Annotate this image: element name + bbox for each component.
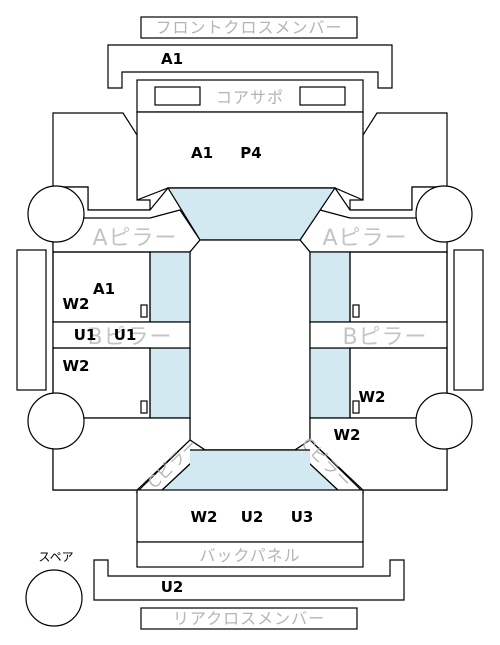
back-panel[interactable]: [136, 541, 364, 568]
right-rear-wheel[interactable]: [415, 392, 473, 450]
left-front-wheel[interactable]: [27, 185, 85, 243]
front-cross-member-code: A1: [161, 50, 183, 68]
roof[interactable]: [189, 239, 311, 451]
spare-label: スペア: [38, 550, 73, 564]
right-side-step[interactable]: [453, 249, 484, 391]
back-panel-label: バックパネル: [199, 546, 300, 565]
front-cross-member-label: フロントクロスメンバー: [155, 18, 342, 37]
front-cross-member-bracket[interactable]: [107, 44, 393, 89]
right-rear-window[interactable]: [309, 347, 351, 419]
right-rear-quarter[interactable]: [309, 417, 448, 491]
left-b-pillar-code-u1-a: U1: [74, 326, 97, 344]
rear-cross-member-code: U2: [161, 578, 184, 596]
spare-tire[interactable]: [25, 569, 83, 627]
right-a-pillar-label: Aピラー: [322, 226, 407, 251]
left-rear-door-handle: [140, 400, 148, 414]
left-front-window[interactable]: [149, 251, 191, 323]
core-support-code-2: P4: [240, 144, 261, 162]
right-front-wheel[interactable]: [415, 185, 473, 243]
left-side-step[interactable]: [16, 249, 47, 391]
right-b-pillar[interactable]: [309, 321, 448, 349]
back-panel-code-w2: W2: [191, 508, 218, 526]
front-cross-member-box[interactable]: フロントクロスメンバー: [140, 16, 358, 39]
left-b-pillar-code-u1-b: U1: [114, 326, 137, 344]
left-front-door-handle: [140, 304, 148, 318]
headlight-left: [154, 86, 201, 106]
right-rear-door-handle: [352, 400, 360, 414]
core-support-label: コアサポ: [216, 88, 284, 107]
left-b-pillar[interactable]: [52, 321, 191, 349]
rear-cross-member-box[interactable]: リアクロスメンバー: [140, 607, 358, 630]
left-b-pillar-label: Bピラー: [87, 325, 172, 350]
core-support-code-1: A1: [191, 144, 213, 162]
right-rear-code-w2: W2: [334, 426, 361, 444]
left-door-code-a1: A1: [93, 280, 115, 298]
left-door-code-w2-upper: W2: [63, 295, 90, 313]
left-rear-window[interactable]: [149, 347, 191, 419]
back-panel-code-u2: U2: [241, 508, 264, 526]
rear-deck[interactable]: [136, 489, 364, 543]
right-b-pillar-label: Bピラー: [342, 325, 427, 350]
left-door-code-w2-lower: W2: [63, 357, 90, 375]
rear-window-fill: [190, 450, 310, 492]
rear-cross-member-bracket[interactable]: [93, 559, 405, 601]
right-front-door-handle: [352, 304, 360, 318]
right-front-window[interactable]: [309, 251, 351, 323]
right-door-code-w2: W2: [359, 388, 386, 406]
left-rear-wheel[interactable]: [27, 392, 85, 450]
rear-cross-member-label: リアクロスメンバー: [173, 609, 325, 628]
headlight-right: [299, 86, 346, 106]
left-rear-quarter[interactable]: [52, 417, 191, 491]
left-a-pillar-label: Aピラー: [92, 226, 177, 251]
back-panel-code-u3: U3: [291, 508, 314, 526]
